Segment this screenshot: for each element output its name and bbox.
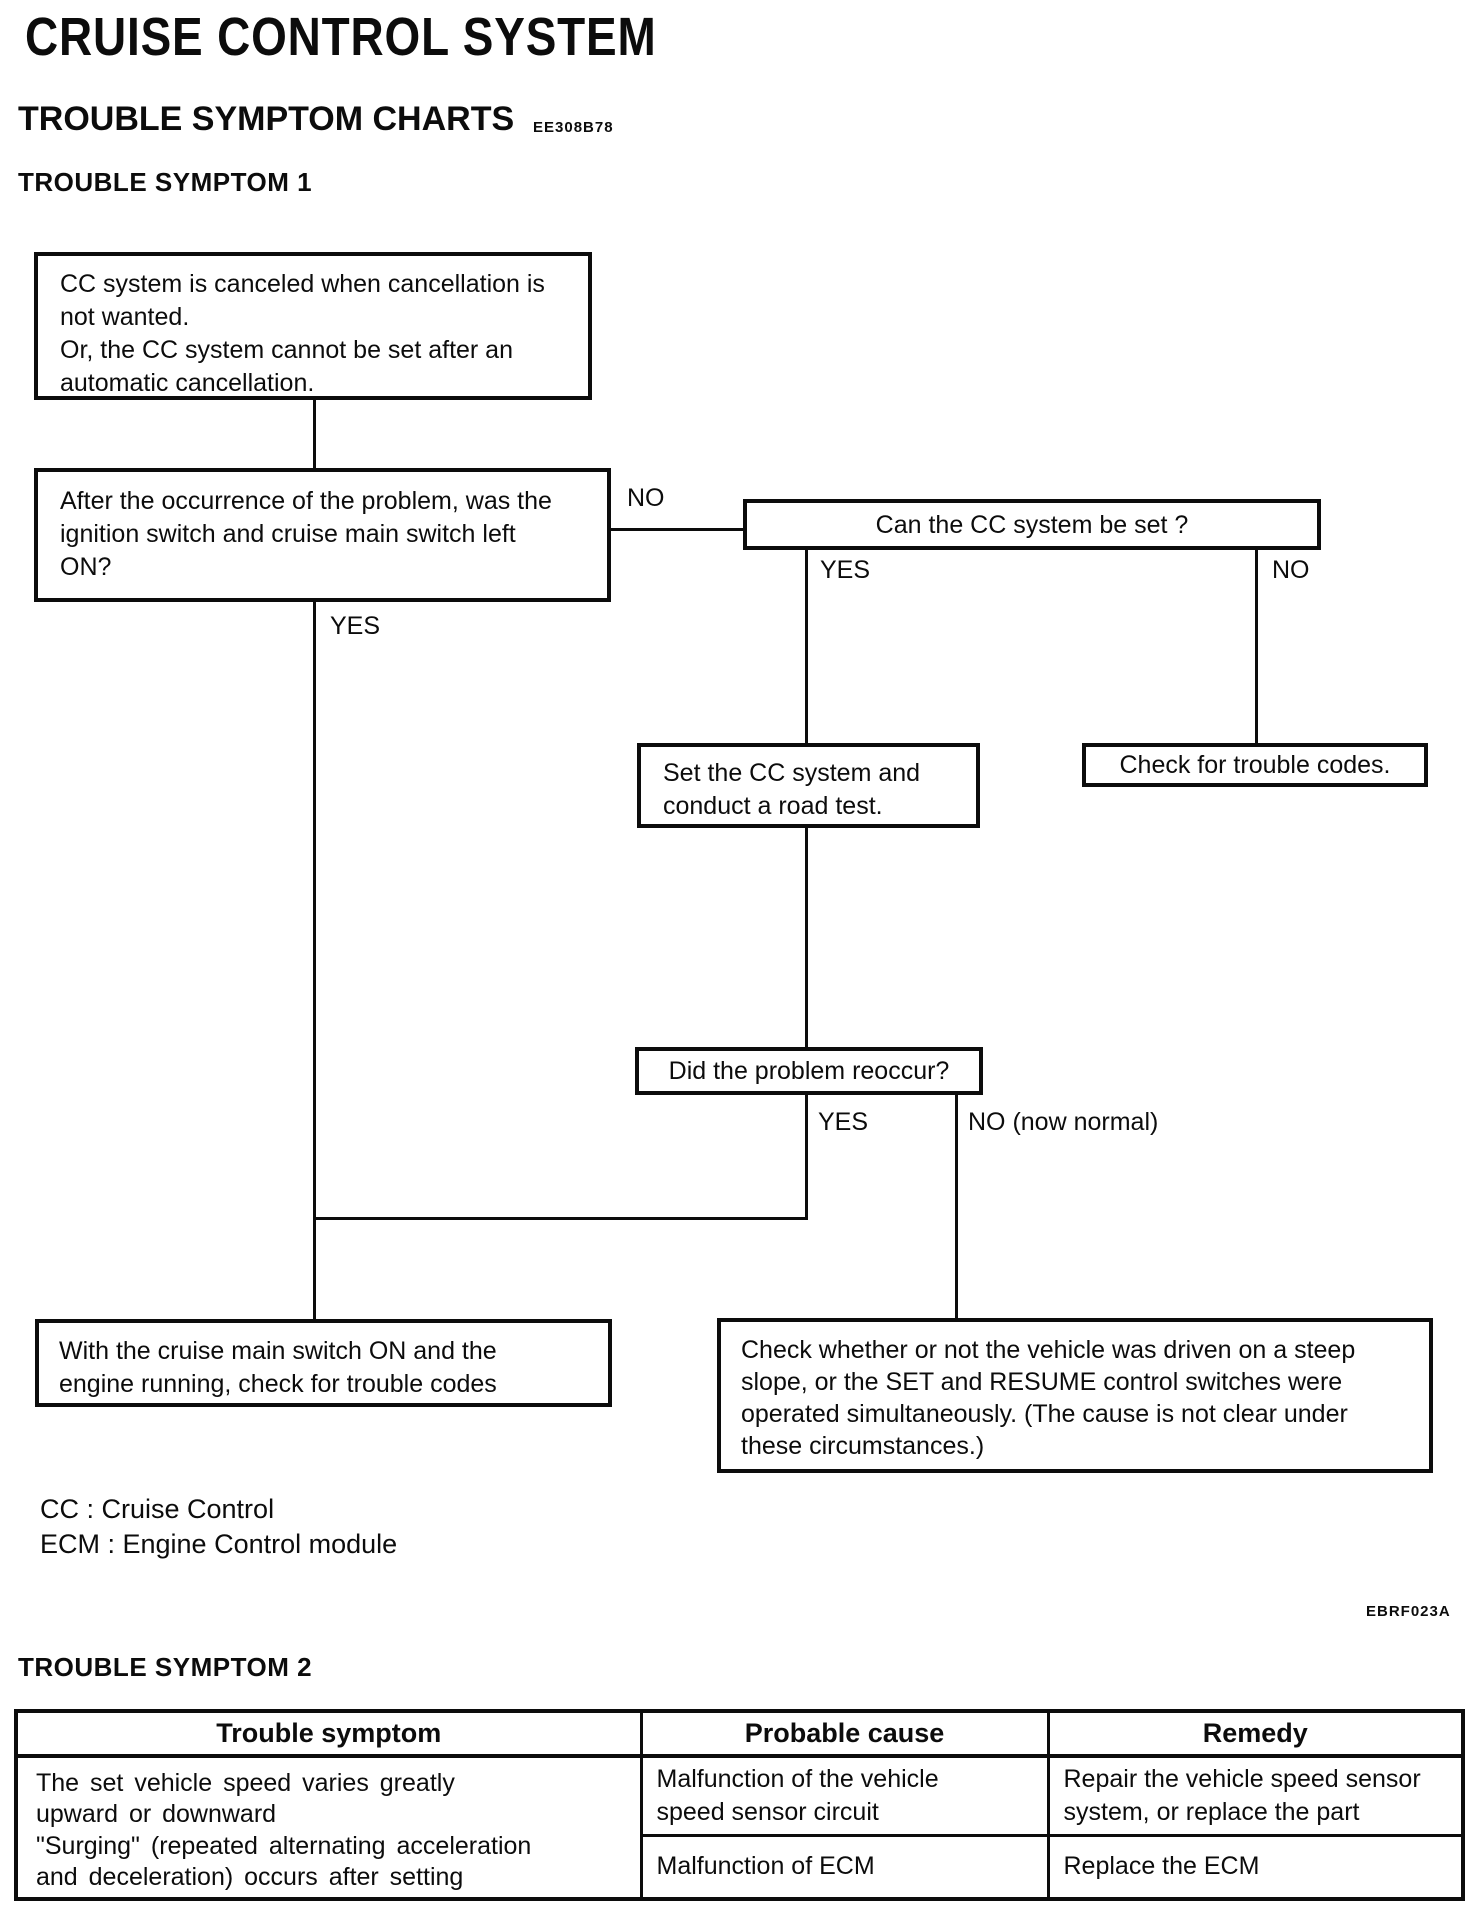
label-yes-reoccur: YES — [818, 1108, 869, 1136]
flow-box-road-test: Set the CC system and conduct a road tes… — [637, 743, 980, 828]
label-no-ignition: NO — [627, 484, 665, 512]
section-code: EE308B78 — [533, 119, 614, 136]
connector-reoccur-yes — [805, 1095, 808, 1220]
cell-cause-ecm: Malfunction of ECM — [639, 1833, 1050, 1901]
cell-remedy-speed-sensor: Repair the vehicle speed sensor system, … — [1046, 1754, 1465, 1837]
label-yes-canset: YES — [820, 556, 871, 584]
table-header-row: Trouble symptom Probable cause Remedy — [14, 1709, 1465, 1758]
legend-cc: CC : Cruise Control — [40, 1494, 275, 1524]
label-no-canset: NO — [1272, 556, 1310, 584]
flow-box-check-codes: Check for trouble codes. — [1082, 743, 1428, 787]
cell-trouble-symptom: The set vehicle speed varies greatly upw… — [14, 1754, 643, 1901]
page-title: CRUISE CONTROL SYSTEM — [25, 7, 657, 67]
flow-box-reoccur-question: Did the problem reoccur? — [635, 1047, 983, 1095]
table-row: The set vehicle speed varies greatly upw… — [14, 1754, 1465, 1901]
connector-no-to-canset — [611, 528, 743, 531]
header-remedy: Remedy — [1046, 1709, 1465, 1758]
label-no-reoccur: NO (now normal) — [968, 1108, 1159, 1136]
connector-canset-no — [1255, 550, 1258, 743]
flow-box-steep-slope-check: Check whether or not the vehicle was dri… — [717, 1318, 1433, 1473]
flow-box-can-set-question: Can the CC system be set ? — [743, 499, 1321, 550]
subsection-2-heading: TROUBLE SYMPTOM 2 — [18, 1652, 313, 1682]
flow-box-start: CC system is canceled when cancellation … — [34, 252, 592, 400]
connector-start-to-ignition — [313, 400, 316, 468]
figure-code: EBRF023A — [1366, 1603, 1451, 1620]
label-yes-ignition: YES — [330, 612, 381, 640]
header-trouble-symptom: Trouble symptom — [14, 1709, 643, 1758]
flow-box-ignition-question: After the occurrence of the problem, was… — [34, 468, 611, 602]
cell-remedy-ecm: Replace the ECM — [1046, 1833, 1465, 1901]
connector-yes-long-left — [313, 602, 316, 1319]
connector-canset-yes — [805, 550, 808, 743]
connector-yes-join — [313, 1217, 808, 1220]
connector-roadtest-to-reoccur — [805, 828, 808, 1047]
header-probable-cause: Probable cause — [639, 1709, 1050, 1758]
subsection-1-heading: TROUBLE SYMPTOM 1 — [18, 167, 313, 197]
cell-cause-speed-sensor: Malfunction of the vehicle speed sensor … — [639, 1754, 1050, 1837]
flow-box-main-switch-check: With the cruise main switch ON and the e… — [35, 1319, 612, 1407]
table-row: Malfunction of ECM Replace the ECM — [16, 1833, 1465, 1901]
legend-ecm: ECM : Engine Control module — [40, 1529, 398, 1559]
connector-reoccur-no — [955, 1095, 958, 1319]
trouble-symptom-table: Trouble symptom Probable cause Remedy Th… — [14, 1709, 1465, 1901]
section-heading: TROUBLE SYMPTOM CHARTS — [18, 100, 515, 138]
